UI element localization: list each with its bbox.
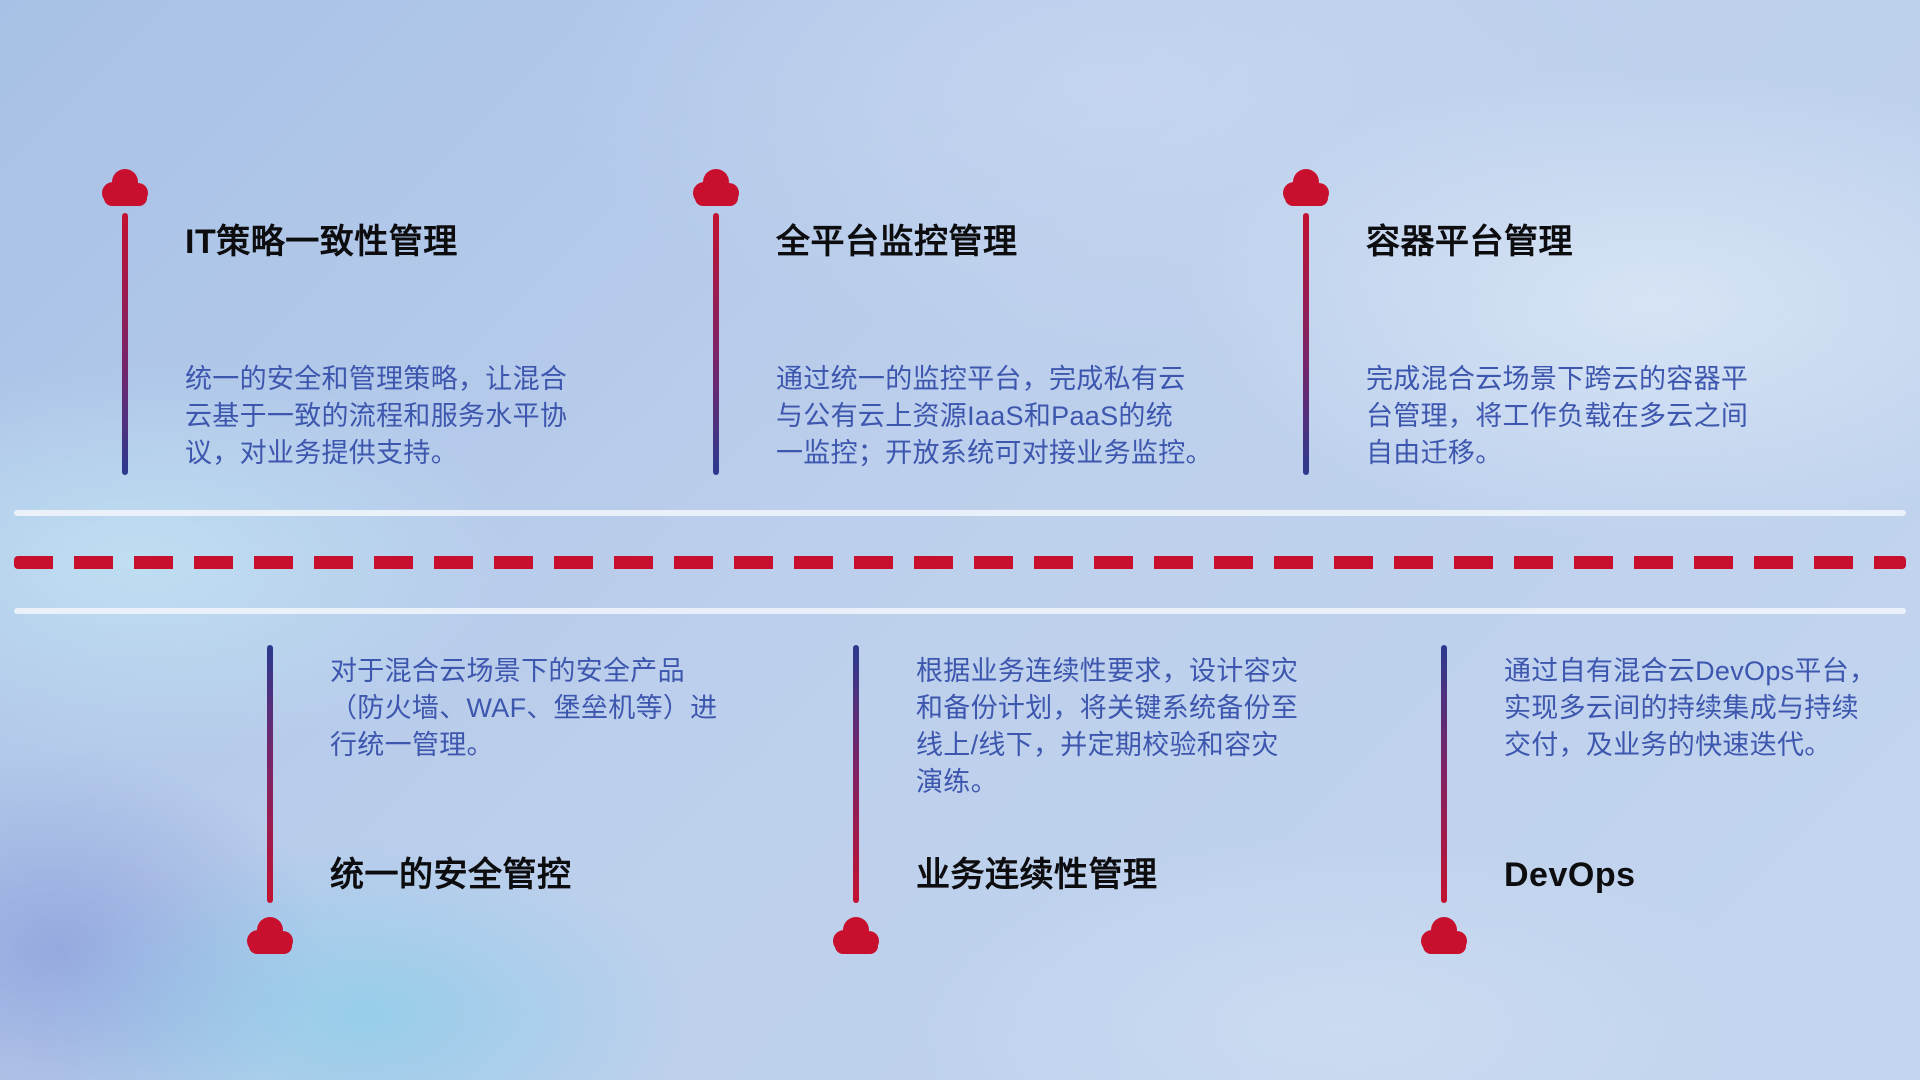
divider-solid-top <box>14 510 1906 516</box>
timeline-connector <box>1441 645 1447 903</box>
feature-title: IT策略一致性管理 <box>185 223 458 261</box>
divider-solid-bottom <box>14 608 1906 614</box>
divider-dashed-red <box>14 556 1906 569</box>
cloud-icon <box>97 168 153 208</box>
cloud-icon <box>688 168 744 208</box>
feature-title: DevOps <box>1504 856 1636 894</box>
feature-description: 完成混合云场景下跨云的容器平 台管理，将工作负载在多云之间 自由迁移。 <box>1366 364 1749 468</box>
feature-description: 对于混合云场景下的安全产品 （防火墙、WAF、堡垒机等）进 行统一管理。 <box>330 656 718 760</box>
timeline-connector <box>713 213 719 475</box>
cloud-icon <box>1416 916 1472 956</box>
feature-description: 通过统一的监控平台，完成私有云 与公有云上资源IaaS和PaaS的统 一监控；开… <box>776 364 1213 468</box>
feature-description: 统一的安全和管理策略，让混合 云基于一致的流程和服务水平协 议，对业务提供支持。 <box>185 364 568 468</box>
timeline-connector <box>1303 213 1309 475</box>
cloud-icon <box>828 916 884 956</box>
timeline-connector <box>267 645 273 903</box>
timeline-connector <box>853 645 859 903</box>
feature-title: 全平台监控管理 <box>776 223 1018 261</box>
feature-description: 根据业务连续性要求，设计容灾 和备份计划，将关键系统备份至 线上/线下，并定期校… <box>916 656 1299 797</box>
timeline-connector <box>122 213 128 475</box>
feature-title: 容器平台管理 <box>1366 223 1573 261</box>
feature-title: 统一的安全管控 <box>330 856 572 894</box>
cloud-icon <box>242 916 298 956</box>
feature-title: 业务连续性管理 <box>916 856 1158 894</box>
feature-description: 通过自有混合云DevOps平台， 实现多云间的持续集成与持续 交付，及业务的快速… <box>1504 656 1877 760</box>
cloud-icon <box>1278 168 1334 208</box>
